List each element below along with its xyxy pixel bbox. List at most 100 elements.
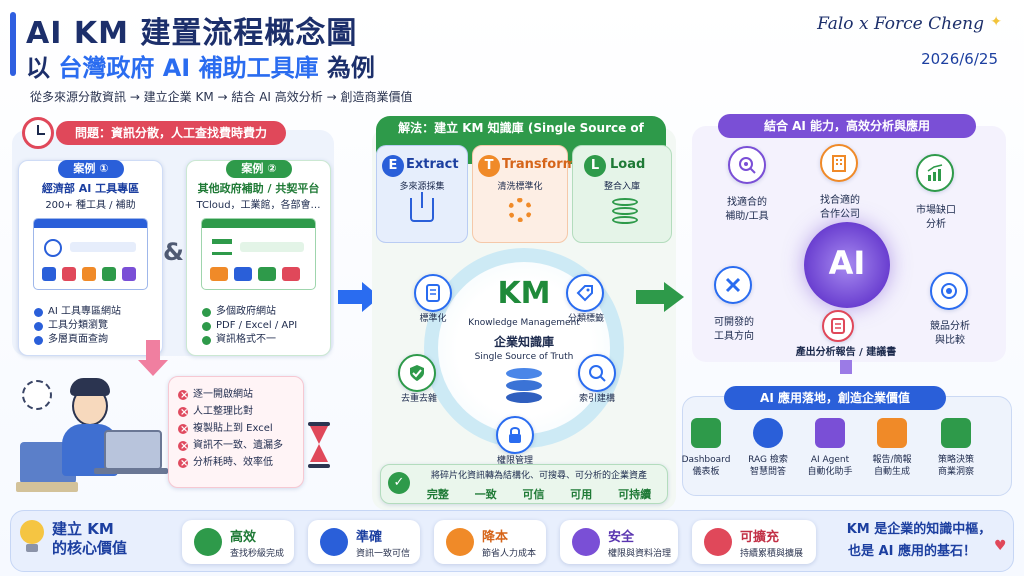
case1-title: 經濟部 AI 工具專區 bbox=[41, 182, 140, 195]
subtitle-prefix: 以 bbox=[26, 54, 50, 82]
dedupe-label: 去重去雜 bbox=[400, 394, 437, 404]
ai-node-6 bbox=[930, 272, 968, 310]
frustrated-person-illustration bbox=[14, 372, 168, 502]
building-icon bbox=[832, 155, 846, 172]
case1-list: AI 工具專區網站 工具分類瀏覽 多層頁面查詢 bbox=[34, 305, 121, 347]
app-label: AI Agent 自動化助手 bbox=[807, 455, 853, 477]
database-icon bbox=[612, 198, 638, 224]
km-chinese: 企業知識庫 bbox=[493, 335, 554, 349]
chart-up-icon bbox=[927, 164, 943, 181]
ai-node-6-label: 競品分析 與比較 bbox=[930, 321, 970, 346]
ai-node-1 bbox=[728, 146, 766, 184]
list-item: 資訊格式不一 bbox=[202, 333, 297, 347]
case2-subtitle: TCloud，工業館，各部會… bbox=[196, 200, 321, 211]
pain-points-list: 逐一開啟網站 人工整理比對 複製貼上到 Excel 資訊不一致、遺漏多 分析耗時… bbox=[178, 386, 283, 472]
check-icon bbox=[34, 307, 43, 317]
list-item: PDF / Excel / API bbox=[202, 319, 297, 333]
solution-summary: 將碎片化資訊轉為結構化、可搜尋、可分析的企業資產 bbox=[430, 471, 647, 481]
km-title: KM bbox=[497, 276, 551, 311]
right-arrow-icon bbox=[338, 290, 364, 304]
pain-points-card bbox=[168, 376, 304, 488]
slogan-line-1: KM 是企業的知識中樞， bbox=[846, 522, 992, 537]
transform-letter: T bbox=[478, 155, 500, 177]
core-title: 降本 bbox=[482, 530, 509, 545]
tools-icon bbox=[725, 277, 741, 293]
core-title: 安全 bbox=[608, 530, 635, 545]
case2-browser-illustration bbox=[201, 218, 316, 290]
dashboard-icon bbox=[691, 418, 721, 448]
x-icon bbox=[178, 421, 188, 438]
extract-desc: 多來源採集 bbox=[399, 182, 445, 192]
km-sst: Single Source of Truth bbox=[474, 352, 574, 362]
core-sub: 查找秒級完成 bbox=[230, 549, 285, 559]
solution-values: 完整 一致 可信 可用 可持續 bbox=[414, 486, 664, 502]
refresh-icon bbox=[704, 528, 732, 556]
x-icon bbox=[178, 404, 188, 421]
ai-label: 結合 AI 能力，高效分析與應用 bbox=[718, 114, 976, 138]
case1-subtitle: 200+ 種工具 / 補助 bbox=[45, 200, 136, 211]
core-title: 準確 bbox=[356, 530, 383, 545]
title-accent-bar bbox=[10, 12, 16, 76]
list-item: 複製貼上到 Excel bbox=[178, 420, 283, 438]
report-icon bbox=[831, 318, 845, 334]
lightbulb-icon bbox=[20, 520, 44, 556]
ai-node-2-label: 找合適的 合作公司 bbox=[820, 195, 860, 220]
ai-brain-icon bbox=[804, 222, 890, 308]
km-database-icon bbox=[506, 368, 542, 404]
core-sub: 資訊一致可信 bbox=[356, 549, 411, 559]
shield-icon bbox=[572, 528, 600, 556]
load-letter: L bbox=[584, 155, 606, 177]
app-report: 報告/簡報 自動生成 bbox=[862, 418, 922, 478]
index-label: 索引建構 bbox=[578, 394, 615, 404]
check-icon bbox=[202, 321, 211, 331]
search-icon bbox=[589, 365, 606, 382]
check-circle-icon: ✓ bbox=[388, 472, 410, 494]
core-sub: 節省人力成本 bbox=[482, 549, 537, 559]
tagging-node bbox=[566, 274, 604, 312]
dedupe-node bbox=[398, 354, 436, 392]
gear-icon bbox=[508, 198, 532, 222]
core-cost: 降本 節省人力成本 bbox=[434, 520, 546, 564]
page-title: AI KM 建置流程概念圖 bbox=[26, 16, 358, 51]
value-item: 可用 bbox=[570, 488, 593, 501]
x-icon bbox=[178, 455, 188, 472]
target-search-icon bbox=[739, 157, 756, 174]
core-sub: 持續累積與擴展 bbox=[740, 549, 804, 559]
extract-letter: E bbox=[382, 155, 404, 177]
ai-node-5-label: 產出分析報告 / 建議書 bbox=[795, 347, 897, 358]
permission-node bbox=[496, 416, 534, 454]
extract-title: Extract bbox=[406, 157, 459, 172]
ai-center: AI bbox=[828, 244, 866, 282]
case1-browser-illustration bbox=[33, 218, 148, 290]
app-agent: AI Agent 自動化助手 bbox=[800, 418, 860, 478]
app-label: Dashboard 儀表板 bbox=[681, 455, 731, 477]
app-label: 策略決策 商業洞察 bbox=[937, 455, 974, 477]
down-arrow-icon bbox=[146, 340, 160, 362]
load-desc: 整合入庫 bbox=[603, 182, 640, 192]
case2-title: 其他政府補助 / 共契平台 bbox=[197, 182, 320, 195]
hourglass-icon bbox=[308, 422, 330, 468]
app-label: RAG 檢索 智慧問答 bbox=[748, 455, 788, 477]
core-security: 安全 權限與資料治理 bbox=[560, 520, 678, 564]
check-icon bbox=[194, 528, 222, 556]
value-item: 一致 bbox=[474, 488, 497, 501]
bulb-icon: ✦ bbox=[990, 14, 1002, 30]
app-strategy: 策略決策 商業洞察 bbox=[926, 418, 986, 478]
page-subtitle: 以 台灣政府 AI 補助工具庫 為例 bbox=[26, 48, 375, 83]
ai-node-4-label: 可開發的 工具方向 bbox=[714, 317, 754, 342]
standardize-node bbox=[414, 274, 452, 312]
date: 2026/6/25 bbox=[921, 50, 998, 68]
core-label: 建立 KM 的核心價值 bbox=[52, 520, 128, 557]
ai-node-3-label: 市場缺口 分析 bbox=[916, 205, 956, 230]
value-item: 完整 bbox=[426, 488, 449, 501]
heart-icon: ♥ bbox=[994, 538, 1007, 554]
tag-icon bbox=[576, 285, 593, 302]
target-icon bbox=[320, 528, 348, 556]
check-icon bbox=[202, 335, 211, 345]
app-label: 報告/簡報 自動生成 bbox=[872, 455, 912, 477]
problem-label: 問題：資訊分散，人工查找費時費力 bbox=[56, 121, 286, 145]
right-arrow-icon-2 bbox=[636, 290, 666, 304]
standardize-label: 標準化 bbox=[419, 314, 447, 324]
coin-icon bbox=[446, 528, 474, 556]
